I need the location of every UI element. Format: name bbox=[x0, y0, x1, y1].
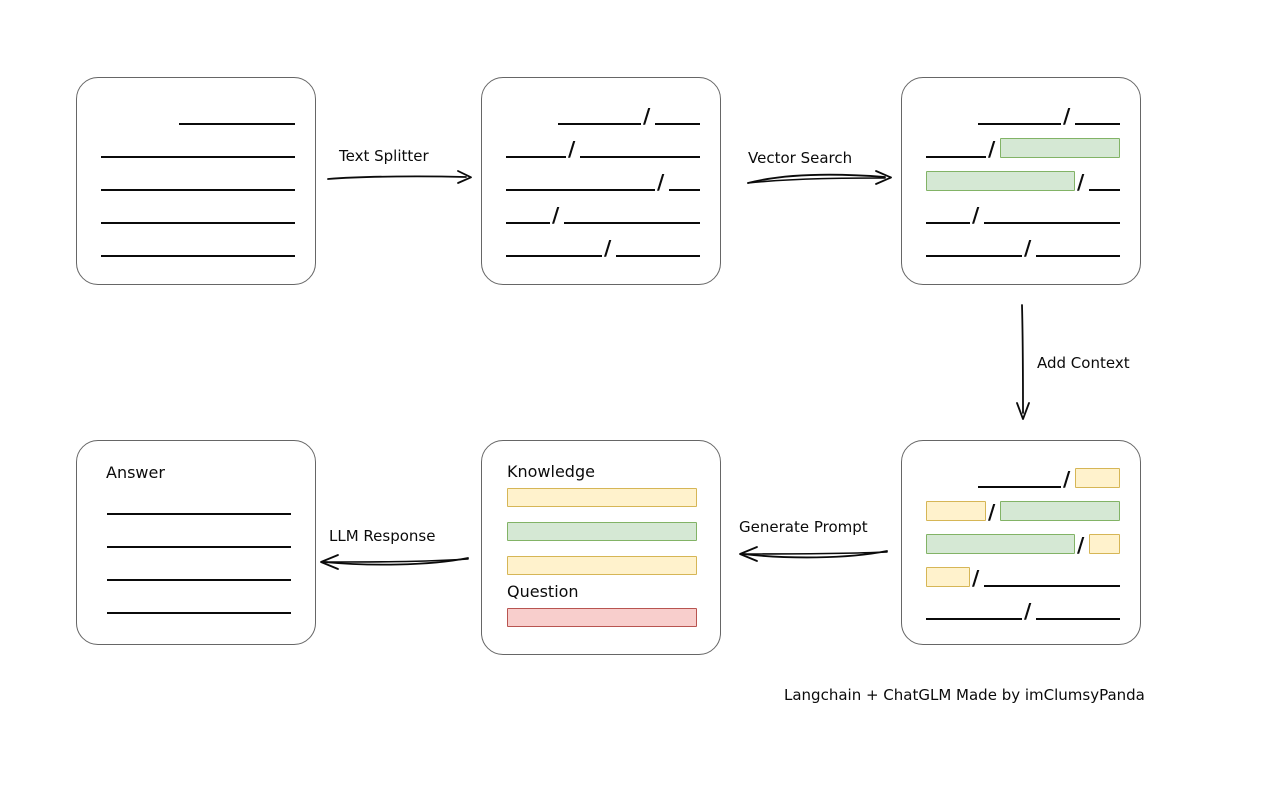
segment-separator-slash: / bbox=[657, 170, 665, 194]
arrow-vector-search bbox=[747, 170, 892, 185]
segment-separator-slash: / bbox=[1024, 236, 1032, 260]
segment-separator-slash: / bbox=[552, 203, 560, 227]
footer-credit: Langchain + ChatGLM Made by imClumsyPand… bbox=[784, 686, 1145, 704]
text-rule-line bbox=[616, 255, 700, 257]
text-rule-line bbox=[506, 156, 566, 158]
segment-separator-slash: / bbox=[1077, 170, 1085, 194]
text-rule-line bbox=[669, 189, 700, 191]
text-rule-line bbox=[1074, 123, 1120, 125]
prompt-bar-yellow[interactable] bbox=[507, 556, 697, 575]
edge-label-llm-response: LLM Response bbox=[329, 527, 436, 545]
text-rule-line bbox=[926, 618, 1022, 620]
prompt-bar-red[interactable] bbox=[507, 608, 697, 627]
text-rule-line bbox=[564, 222, 700, 224]
text-rule-line bbox=[107, 513, 291, 515]
text-rule-line bbox=[580, 156, 700, 158]
text-rule-line bbox=[107, 579, 291, 581]
segment-separator-slash: / bbox=[988, 137, 996, 161]
arrow-generate-prompt bbox=[739, 546, 888, 562]
text-rule-line bbox=[506, 255, 602, 257]
highlight-chip-yellow[interactable] bbox=[926, 567, 970, 587]
segment-separator-slash: / bbox=[972, 566, 980, 590]
text-rule-line bbox=[1036, 255, 1120, 257]
segment-separator-slash: / bbox=[568, 137, 576, 161]
text-rule-line bbox=[101, 189, 295, 191]
segment-separator-slash: / bbox=[604, 236, 612, 260]
highlight-chip-yellow[interactable] bbox=[1074, 468, 1120, 488]
arrow-add-context bbox=[1016, 304, 1030, 420]
highlight-chip-yellow[interactable] bbox=[1089, 534, 1120, 554]
source-document-box[interactable] bbox=[76, 77, 316, 285]
text-rule-line bbox=[101, 222, 295, 224]
text-rule-line bbox=[101, 255, 295, 257]
text-rule-line bbox=[926, 255, 1022, 257]
text-rule-line bbox=[1036, 618, 1120, 620]
segment-separator-slash: / bbox=[642, 104, 651, 128]
text-rule-line bbox=[1089, 189, 1120, 191]
matched-document-box[interactable]: / / / / / bbox=[901, 77, 1141, 285]
knowledge-section-label: Knowledge bbox=[507, 462, 595, 481]
arrow-llm-response bbox=[320, 554, 469, 570]
segment-separator-slash: / bbox=[972, 203, 980, 227]
highlight-chip-green[interactable] bbox=[1000, 501, 1120, 521]
highlight-chip-yellow[interactable] bbox=[926, 501, 986, 521]
segment-separator-slash: / bbox=[988, 500, 996, 524]
text-rule-line bbox=[107, 546, 291, 548]
segment-separator-slash: / bbox=[1024, 599, 1032, 623]
text-rule-line bbox=[101, 156, 295, 158]
edge-label-generate-prompt: Generate Prompt bbox=[739, 518, 868, 536]
arrow-text-splitter bbox=[327, 170, 472, 184]
context-document-box[interactable]: / / / / / bbox=[901, 440, 1141, 645]
prompt-bar-yellow[interactable] bbox=[507, 488, 697, 507]
question-section-label: Question bbox=[507, 582, 579, 601]
text-rule-line bbox=[107, 612, 291, 614]
edge-label-vector-search: Vector Search bbox=[748, 149, 853, 167]
text-rule-line bbox=[654, 123, 700, 125]
text-rule-line bbox=[506, 222, 550, 224]
prompt-bar-green[interactable] bbox=[507, 522, 697, 541]
text-rule-line bbox=[978, 486, 1061, 488]
segment-separator-slash: / bbox=[1077, 533, 1085, 557]
edge-label-text-splitter: Text Splitter bbox=[339, 147, 429, 165]
segment-separator-slash: / bbox=[1062, 104, 1071, 128]
text-rule-line bbox=[978, 123, 1061, 125]
split-document-box[interactable]: / / / / / bbox=[481, 77, 721, 285]
answer-box[interactable]: Answer bbox=[76, 440, 316, 645]
prompt-box[interactable]: Knowledge Question bbox=[481, 440, 721, 655]
text-rule-line bbox=[984, 222, 1120, 224]
text-rule-line bbox=[178, 123, 295, 125]
answer-title-label: Answer bbox=[106, 463, 165, 482]
highlight-chip-green[interactable] bbox=[926, 534, 1076, 554]
text-rule-line bbox=[926, 222, 970, 224]
highlight-chip-green[interactable] bbox=[1000, 138, 1120, 158]
highlight-chip-green[interactable] bbox=[926, 171, 1076, 191]
segment-separator-slash: / bbox=[1062, 467, 1071, 491]
text-rule-line bbox=[926, 156, 986, 158]
text-rule-line bbox=[558, 123, 641, 125]
edge-label-add-context: Add Context bbox=[1037, 354, 1130, 372]
text-rule-line bbox=[506, 189, 656, 191]
text-rule-line bbox=[984, 585, 1120, 587]
